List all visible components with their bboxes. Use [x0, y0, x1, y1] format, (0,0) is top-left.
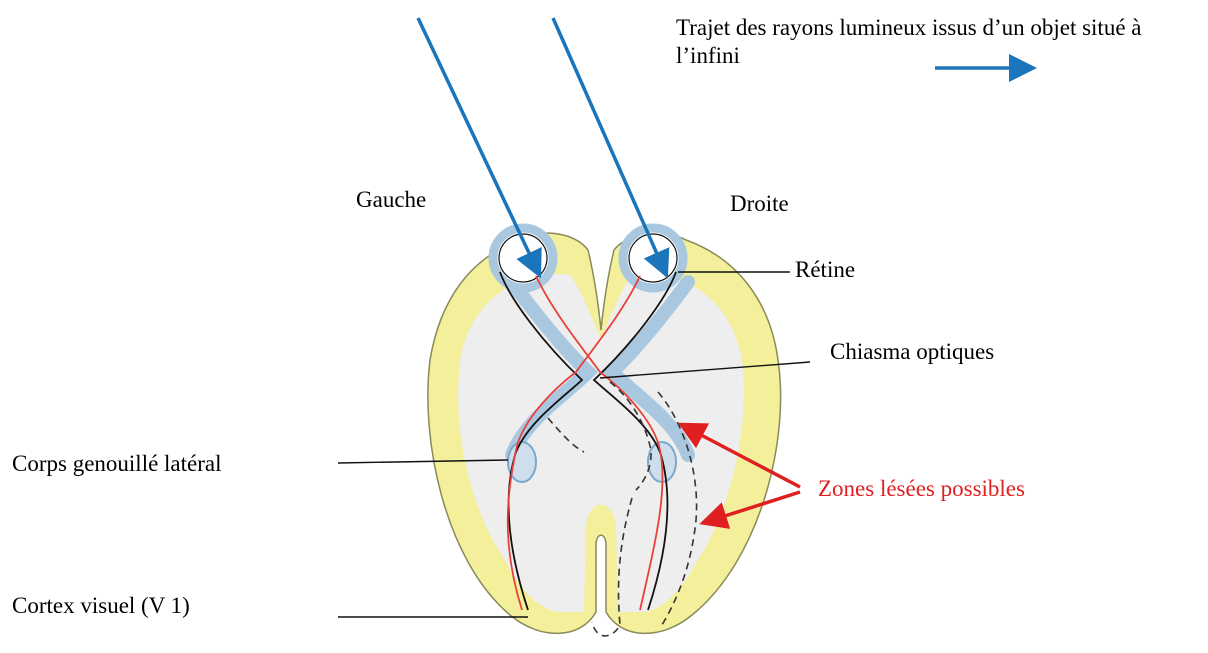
- visual-cortex-label: Cortex visuel (V 1): [12, 592, 190, 620]
- light-ray-right: [553, 18, 665, 272]
- chiasm-label: Chiasma optiques: [830, 338, 994, 366]
- left-side-label: Gauche: [356, 186, 426, 214]
- retina-label: Rétine: [795, 256, 855, 284]
- lgn-label: Corps genouillé latéral: [12, 450, 222, 478]
- legend-text: Trajet des rayons lumineux issus d’un ob…: [676, 14, 1206, 69]
- light-ray-left: [418, 18, 538, 272]
- lesion-zones-label: Zones lésées possibles: [818, 475, 1025, 503]
- right-side-label: Droite: [730, 190, 789, 218]
